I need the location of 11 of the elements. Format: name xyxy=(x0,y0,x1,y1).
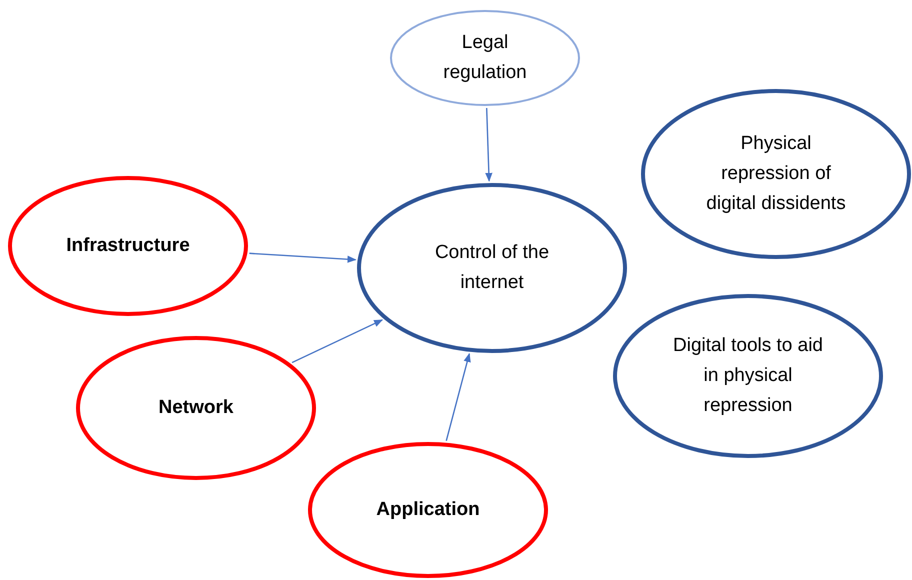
node-text: Legal regulation xyxy=(442,31,528,85)
node-text: Physical repression of digital dissidents xyxy=(705,132,847,216)
node-text: Infrastructure xyxy=(66,234,190,258)
arrow xyxy=(446,352,471,441)
node-text: Application xyxy=(376,498,480,522)
arrow xyxy=(485,108,492,182)
node-text: Control of the internet xyxy=(434,241,550,295)
node-text: Network xyxy=(158,396,234,420)
node-text: Digital tools to aid in physical repression xyxy=(672,334,824,418)
arrow xyxy=(292,319,384,364)
arrow xyxy=(249,252,357,263)
